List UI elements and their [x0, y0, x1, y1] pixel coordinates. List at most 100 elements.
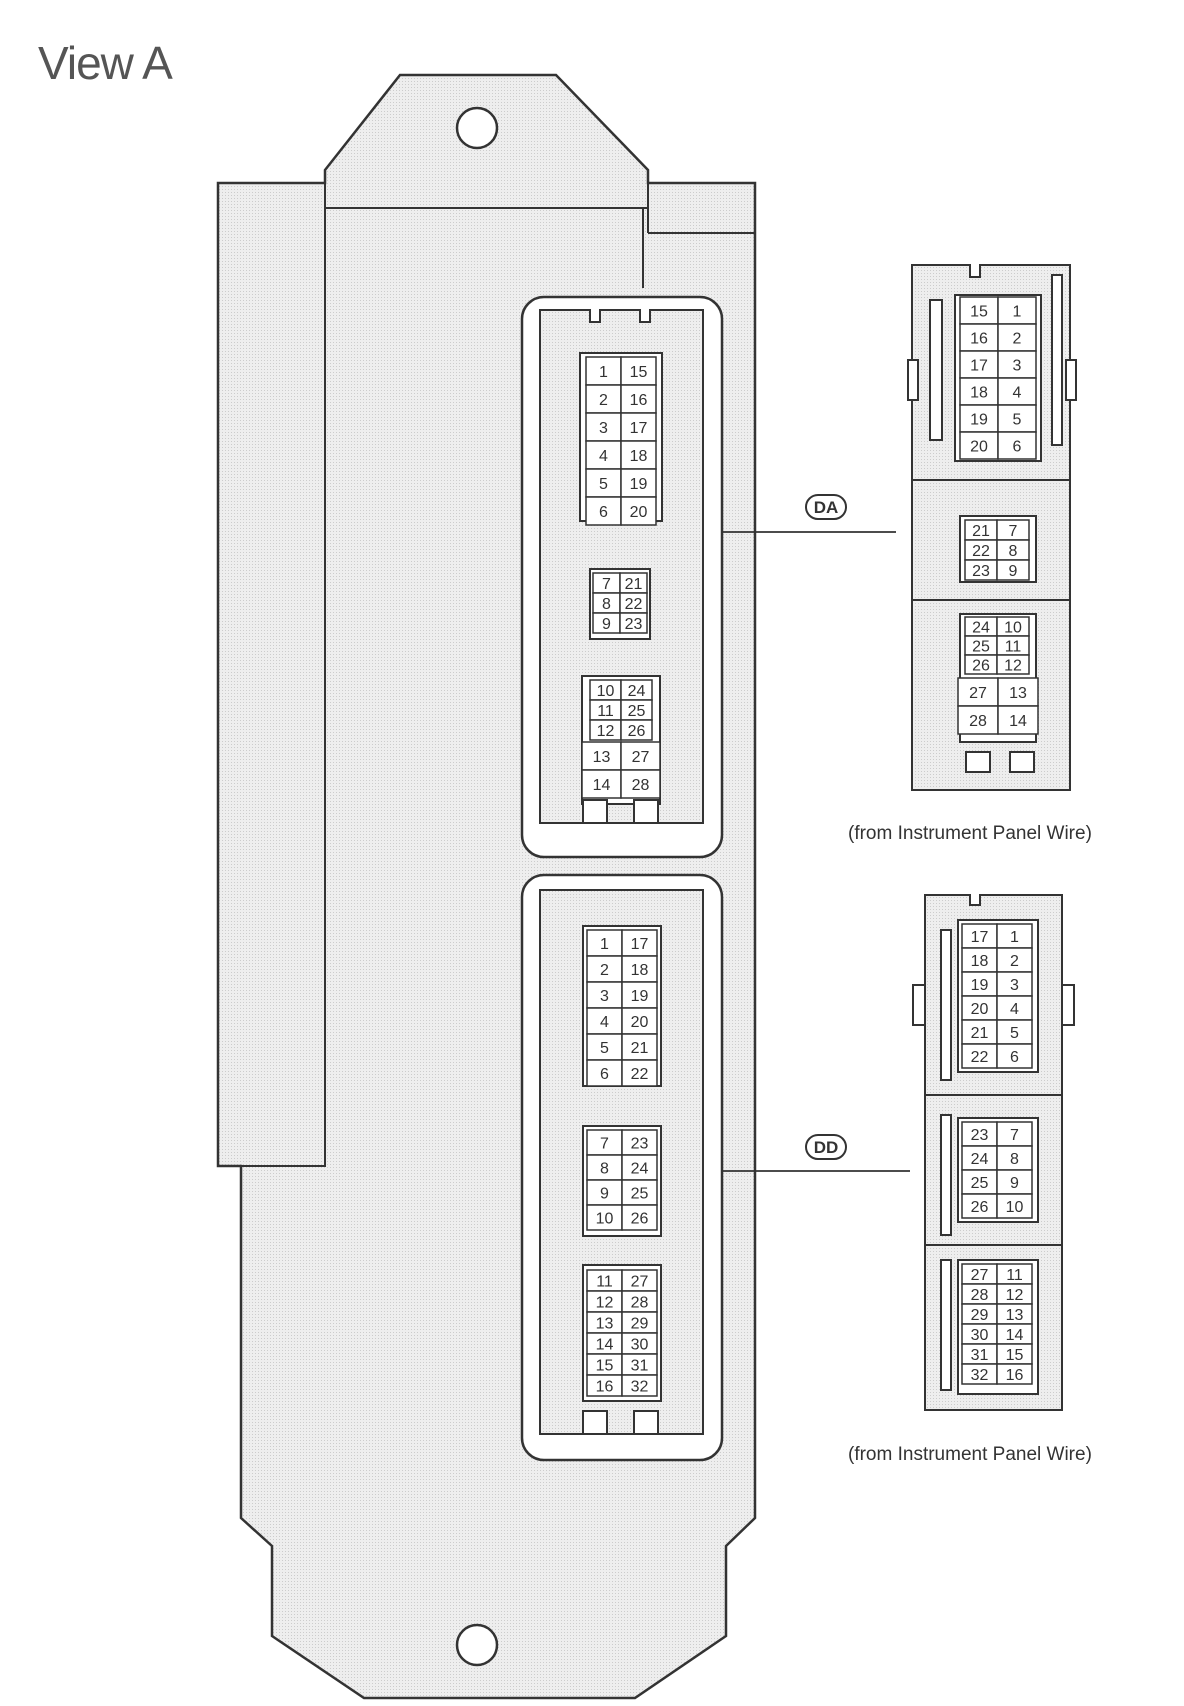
har-dd-pin-32: 32 — [971, 1367, 989, 1384]
ecu-dd-pin-11: 11 — [596, 1273, 613, 1290]
har-dd-pin-26: 26 — [971, 1199, 989, 1216]
ecu-da-pin-6: 6 — [599, 504, 608, 521]
har-dd-pin-17: 17 — [971, 929, 989, 946]
har-da-pin-23: 23 — [972, 563, 990, 580]
har-dd-cell — [996, 923, 1033, 949]
har-dd-pin-19: 19 — [971, 977, 989, 994]
da-from-label: (from Instrument Panel Wire) — [848, 823, 1092, 844]
ecu-dd-cell — [621, 1179, 658, 1206]
ecu-dd-cell — [586, 1059, 623, 1087]
ecu-dd-pin-9: 9 — [600, 1185, 609, 1202]
ecu-da-cell — [620, 440, 657, 470]
har-da-pin-5: 5 — [1013, 411, 1022, 428]
har-dd-pin-27: 27 — [971, 1267, 989, 1284]
ecu-dd-pin-17: 17 — [631, 936, 649, 953]
har-da-pin-20: 20 — [970, 438, 988, 455]
har-dd-cell — [961, 947, 998, 973]
ecu-dd-cell — [621, 955, 658, 983]
har-dd-cell — [996, 1363, 1033, 1385]
ecu-da-pin-4: 4 — [599, 448, 608, 465]
har-dd-pin-9: 9 — [1010, 1175, 1019, 1192]
ecu-dd-pin-24: 24 — [631, 1160, 649, 1177]
ecu-dd-pin-21: 21 — [631, 1040, 649, 1057]
har-da-pin-2: 2 — [1013, 330, 1022, 347]
ecu-dd-pin-6: 6 — [600, 1066, 609, 1083]
ecu-da-pin-21: 21 — [625, 576, 643, 593]
ecu-dd-cell — [621, 1374, 658, 1397]
ecu-dd-cell — [621, 981, 658, 1009]
har-dd-pin-11: 11 — [1006, 1267, 1023, 1284]
har-dd-pin-3: 3 — [1010, 977, 1019, 994]
svg-text:DD: DD — [814, 1138, 839, 1157]
ecu-da-pin-2: 2 — [599, 392, 608, 409]
har-da-pin-26: 26 — [972, 657, 990, 674]
har-da-pin-27: 27 — [969, 685, 987, 702]
ecu-dd-cell — [621, 1059, 658, 1087]
har-dd-pin-25: 25 — [971, 1175, 989, 1192]
har-da-pin-22: 22 — [972, 543, 990, 560]
har-da-pin-21: 21 — [972, 523, 990, 540]
ecu-dd-pin-4: 4 — [600, 1014, 609, 1031]
ecu-dd-pin-2: 2 — [600, 962, 609, 979]
har-dd-pin-30: 30 — [971, 1327, 989, 1344]
ecu-da-cell — [620, 769, 661, 799]
har-da-pin-4: 4 — [1013, 384, 1022, 401]
ecu-da-pin-17: 17 — [630, 420, 648, 437]
har-da-pin-9: 9 — [1009, 563, 1018, 580]
ecu-da-cell — [620, 468, 657, 498]
ecu-da-pin-25: 25 — [628, 703, 646, 720]
har-dd-pin-31: 31 — [971, 1347, 989, 1364]
ecu-dd-pin-26: 26 — [631, 1210, 649, 1227]
har-dd-cell — [996, 1169, 1033, 1195]
har-da-pin-14: 14 — [1009, 713, 1027, 730]
ecu-da-cell — [620, 412, 657, 442]
ecu-dd-cell — [621, 1033, 658, 1061]
har-da-cell — [959, 431, 999, 460]
har-da-cell — [997, 677, 1039, 707]
har-da-pin-12: 12 — [1004, 657, 1022, 674]
har-dd-pin-14: 14 — [1006, 1327, 1024, 1344]
har-dd-pin-8: 8 — [1010, 1151, 1019, 1168]
ecu-da-pin-15: 15 — [630, 364, 648, 381]
ecu-dd-pin-31: 31 — [631, 1357, 649, 1374]
har-dd-pin-4: 4 — [1010, 1001, 1019, 1018]
ecu-dd-cell — [621, 1129, 658, 1156]
har-da-cell — [997, 705, 1039, 735]
har-dd-cell — [996, 995, 1033, 1021]
ecu-da-pin-27: 27 — [632, 749, 650, 766]
har-dd-pin-16: 16 — [1006, 1367, 1024, 1384]
ecu-dd-pin-27: 27 — [631, 1273, 649, 1290]
har-dd-cell — [961, 923, 998, 949]
ecu-dd-pin-29: 29 — [631, 1315, 649, 1332]
ecu-side-panel-line — [241, 183, 326, 1167]
har-da-pin-6: 6 — [1013, 438, 1022, 455]
ecu-da-pin-10: 10 — [597, 683, 615, 700]
har-dd-pin-5: 5 — [1010, 1025, 1019, 1042]
har-da-pin-16: 16 — [970, 330, 988, 347]
har-dd-pin-20: 20 — [971, 1001, 989, 1018]
har-da-cell — [997, 377, 1037, 406]
ecu-dd-pin-32: 32 — [631, 1378, 649, 1395]
ecu-dd-pin-25: 25 — [631, 1185, 649, 1202]
har-da-pin-7: 7 — [1009, 523, 1018, 540]
har-da-pin-8: 8 — [1009, 543, 1018, 560]
har-dd-pin-6: 6 — [1010, 1049, 1019, 1066]
ecu-dd-pin-3: 3 — [600, 988, 609, 1005]
har-dd-pin-12: 12 — [1006, 1287, 1024, 1304]
har-da-pin-25: 25 — [972, 638, 990, 655]
ecu-dd-pin-15: 15 — [596, 1357, 614, 1374]
har-dd-cell — [961, 1019, 998, 1045]
ecu-da-cell — [585, 412, 622, 442]
ecu-da-pin-26: 26 — [628, 723, 646, 740]
ecu-dd-pin-8: 8 — [600, 1160, 609, 1177]
har-dd-pin-18: 18 — [971, 953, 989, 970]
har-dd-pin-21: 21 — [971, 1025, 989, 1042]
har-dd-cell — [961, 1169, 998, 1195]
ecu-dd-pin-7: 7 — [600, 1135, 609, 1152]
ecu-dd-pin-20: 20 — [631, 1014, 649, 1031]
har-da-cell — [996, 654, 1030, 675]
ecu-da-pin-22: 22 — [625, 596, 643, 613]
ecu-da-pin-8: 8 — [602, 596, 611, 613]
ecu-da-pin-14: 14 — [593, 777, 611, 794]
